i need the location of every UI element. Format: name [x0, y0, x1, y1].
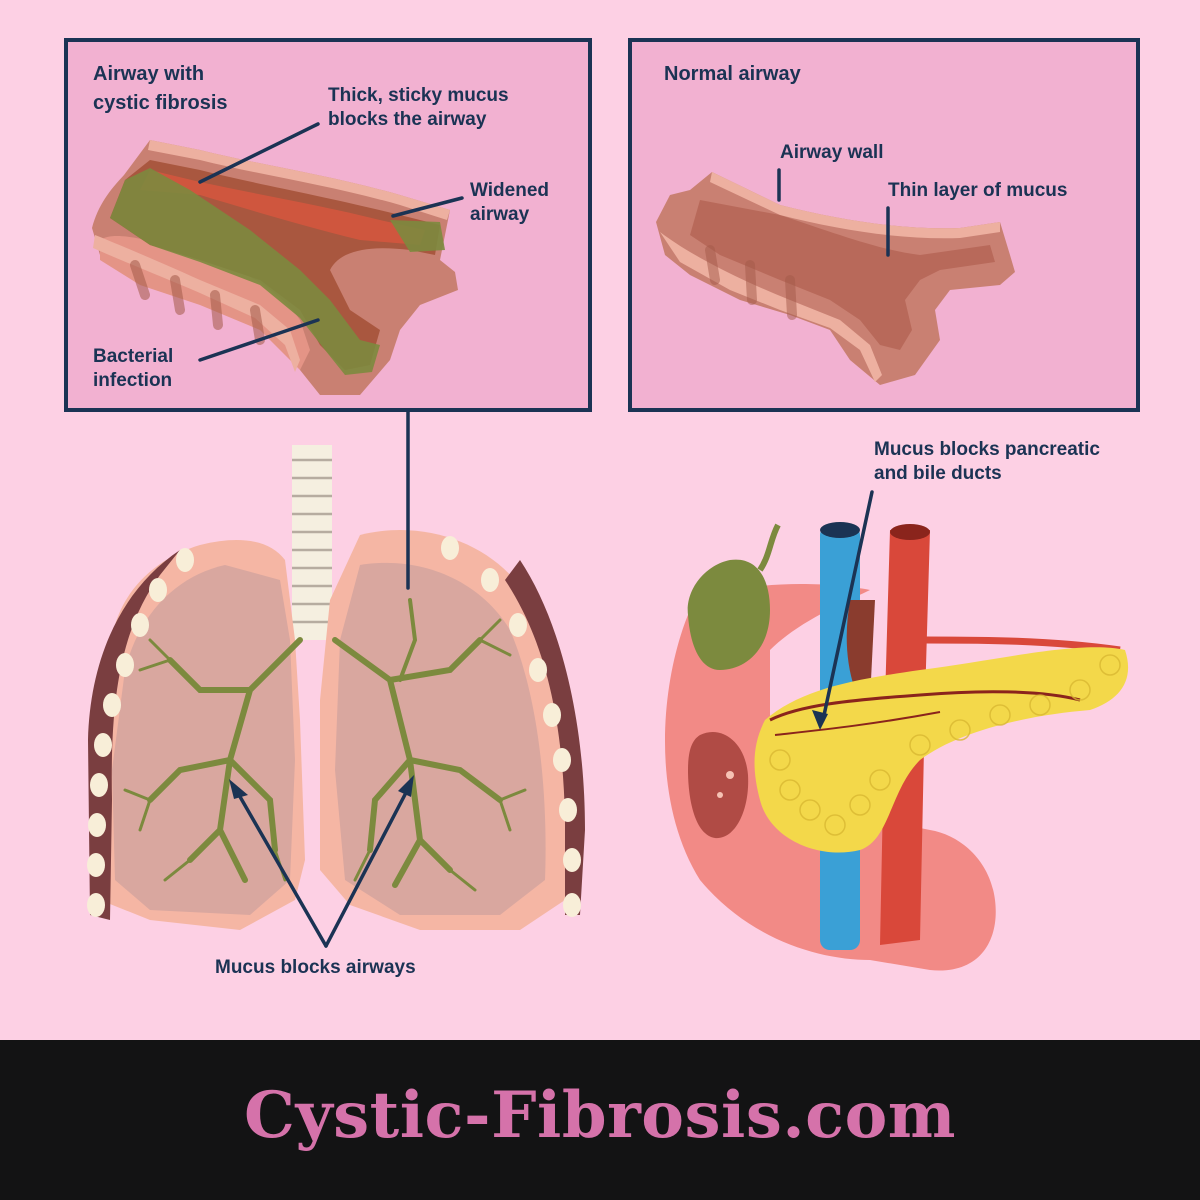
normal-airway-illustration	[656, 172, 1015, 385]
brand-logo-text: Cystic-Fibrosis.com	[244, 1078, 956, 1153]
cf-panel-title: Airway with cystic fibrosis	[93, 63, 228, 114]
digestive-illustration	[665, 522, 1129, 971]
thin-mucus-label: Thin layer of mucus	[888, 180, 1068, 201]
airway-wall-label: Airway wall	[780, 142, 884, 163]
widened-airway-label: Widened airway	[470, 180, 549, 225]
lungs-illustration	[87, 445, 585, 930]
mucus-blocks-airways-label: Mucus blocks airways	[215, 957, 416, 978]
diagram-canvas: Airway with cystic fibrosis Thick, stick…	[64, 38, 1140, 978]
bacterial-infection-label: Bacterial infection	[93, 346, 174, 391]
footer-bar	[0, 1040, 1200, 1200]
thick-mucus-label: Thick, sticky mucus blocks the airway	[328, 85, 509, 130]
illustration-layer	[87, 122, 1129, 971]
normal-panel-title: Normal airway	[664, 63, 801, 85]
arrowheads	[229, 710, 828, 799]
leader-lines	[198, 122, 890, 948]
mucus-blocks-ducts-label: Mucus blocks pancreatic and bile ducts	[874, 439, 1100, 484]
